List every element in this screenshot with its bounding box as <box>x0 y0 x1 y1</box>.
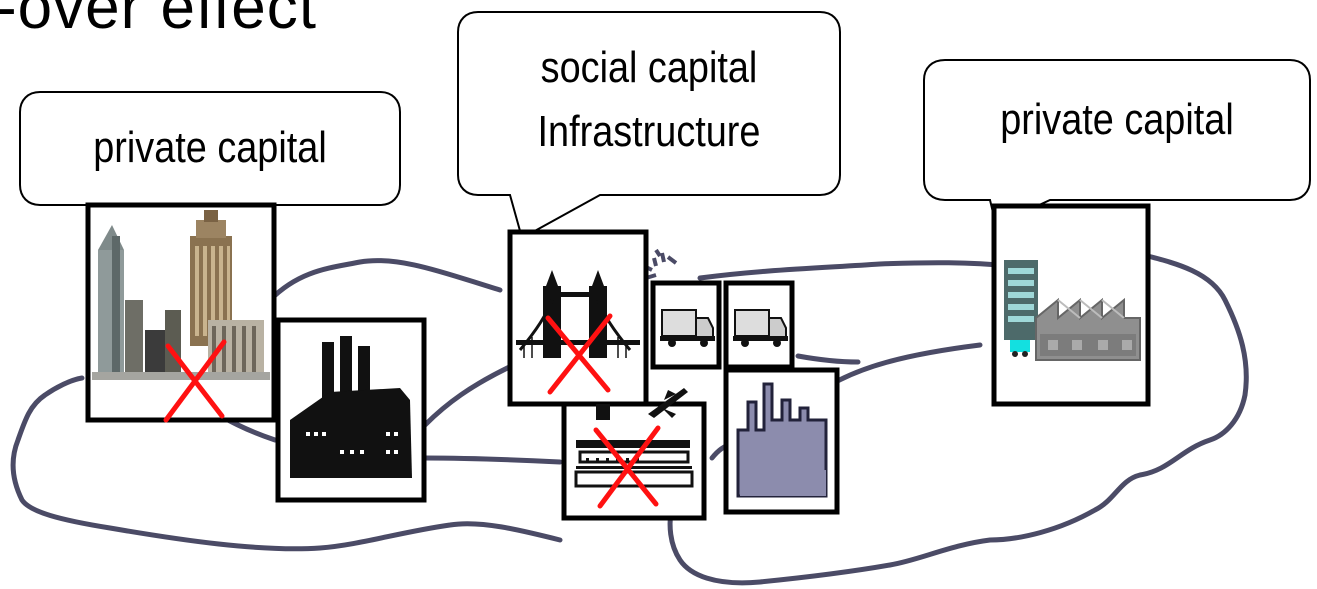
industrial-plant-icon <box>723 367 840 515</box>
cross-mark-icon <box>545 313 613 395</box>
callout-right-label: private capital <box>1000 95 1234 144</box>
callout-center-label-line1: social capital <box>540 43 758 92</box>
cross-mark-icon <box>163 339 227 423</box>
tower-bridge-icon <box>507 229 649 407</box>
cross-mark-icon <box>593 425 661 509</box>
callout-left-label: private capital <box>93 123 327 172</box>
delivery-truck-icon <box>650 280 722 370</box>
delivery-truck-icon <box>723 280 795 370</box>
slide-title: -over effect <box>0 0 318 42</box>
office-factory-complex-icon <box>991 203 1151 407</box>
city-skyscrapers-icon <box>85 202 277 423</box>
callout-center-label-line2: Infrastructure <box>537 107 761 156</box>
factory-icon <box>275 317 427 503</box>
airplane-icon <box>648 388 688 418</box>
callout-center <box>457 11 841 240</box>
